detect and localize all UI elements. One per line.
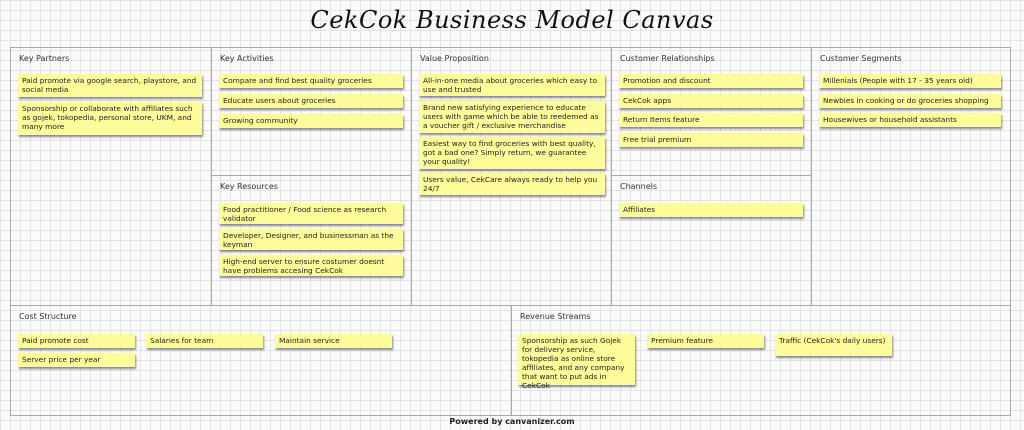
- section-heading-key-resources: Key Resources: [220, 182, 278, 191]
- sticky-note[interactable]: Housewives or household assistants: [819, 113, 1001, 127]
- section-customer-segments: Customer Segments Millenials (People wit…: [811, 48, 1010, 305]
- sticky-note[interactable]: Server price per year: [18, 353, 135, 367]
- sticky-note[interactable]: High-end server to ensure costumer doesn…: [219, 255, 403, 276]
- section-heading-cost-structure: Cost Structure: [19, 312, 77, 321]
- section-heading-customer-relationships: Customer Relationships: [620, 54, 715, 63]
- sticky-note[interactable]: Food practitioner / Food science as rese…: [219, 203, 403, 224]
- section-revenue-streams: Revenue Streams Sponsorship as such Goje…: [511, 305, 1010, 415]
- sticky-note[interactable]: Brand new satisfying experience to educa…: [419, 101, 605, 133]
- sticky-note[interactable]: Traffic (CekCok's daily users): [775, 334, 892, 356]
- section-heading-value-proposition: Value Proposition: [420, 54, 489, 63]
- business-model-canvas: Key Partners Paid promote via google sea…: [10, 47, 1011, 416]
- section-key-partners: Key Partners Paid promote via google sea…: [11, 48, 211, 305]
- sticky-note[interactable]: Paid promote via google search, playstor…: [18, 74, 202, 97]
- sticky-note[interactable]: Salaries for team: [146, 334, 263, 348]
- section-key-activities: Key Activities Compare and find best qua…: [211, 48, 411, 175]
- powered-by-footer[interactable]: Powered by canvanizer.com: [449, 417, 575, 426]
- sticky-note[interactable]: Easiest way to find groceries with best …: [419, 137, 605, 169]
- section-key-resources: Key Resources Food practitioner / Food s…: [211, 175, 411, 305]
- sticky-note[interactable]: Free trial premium: [619, 133, 803, 147]
- sticky-note[interactable]: Premium feature: [647, 334, 764, 348]
- sticky-note[interactable]: Growing community: [219, 114, 403, 128]
- section-heading-revenue-streams: Revenue Streams: [520, 312, 591, 321]
- canvas-title: CekCok Business Model Canvas: [310, 6, 714, 34]
- sticky-note[interactable]: Educate users about groceries: [219, 94, 403, 108]
- sticky-note[interactable]: CekCok apps: [619, 94, 803, 108]
- sticky-note[interactable]: Newbies in cooking or do groceries shopp…: [819, 94, 1001, 108]
- section-heading-key-activities: Key Activities: [220, 54, 274, 63]
- section-heading-channels: Channels: [620, 182, 658, 191]
- section-heading-key-partners: Key Partners: [19, 54, 70, 63]
- sticky-note[interactable]: Millenials (People with 17 - 35 years ol…: [819, 74, 1001, 88]
- sticky-note[interactable]: Return Items feature: [619, 113, 803, 127]
- sticky-note[interactable]: Sponsorship as such Gojek for delivery s…: [518, 334, 635, 390]
- sticky-note[interactable]: All-in-one media about groceries which e…: [419, 74, 605, 96]
- sticky-note[interactable]: Promotion and discount: [619, 74, 803, 88]
- section-cost-structure: Cost Structure Paid promote cost Server …: [11, 305, 511, 415]
- sticky-note[interactable]: Users value, CekCare always ready to hel…: [419, 173, 605, 195]
- section-value-proposition: Value Proposition All-in-one media about…: [411, 48, 611, 305]
- sticky-note[interactable]: Maintain service: [275, 334, 392, 348]
- sticky-note[interactable]: Paid promote cost: [18, 334, 135, 348]
- section-heading-customer-segments: Customer Segments: [820, 54, 902, 63]
- sticky-note[interactable]: Affiliates: [619, 203, 803, 217]
- sticky-note[interactable]: Compare and find best quality groceries: [219, 74, 403, 88]
- sticky-note[interactable]: Developer, Designer, and businessman as …: [219, 229, 403, 250]
- section-customer-relationships: Customer Relationships Promotion and dis…: [611, 48, 811, 175]
- sticky-note[interactable]: Sponsorship or collaborate with affiliat…: [18, 102, 202, 135]
- section-channels: Channels Affiliates: [611, 175, 811, 305]
